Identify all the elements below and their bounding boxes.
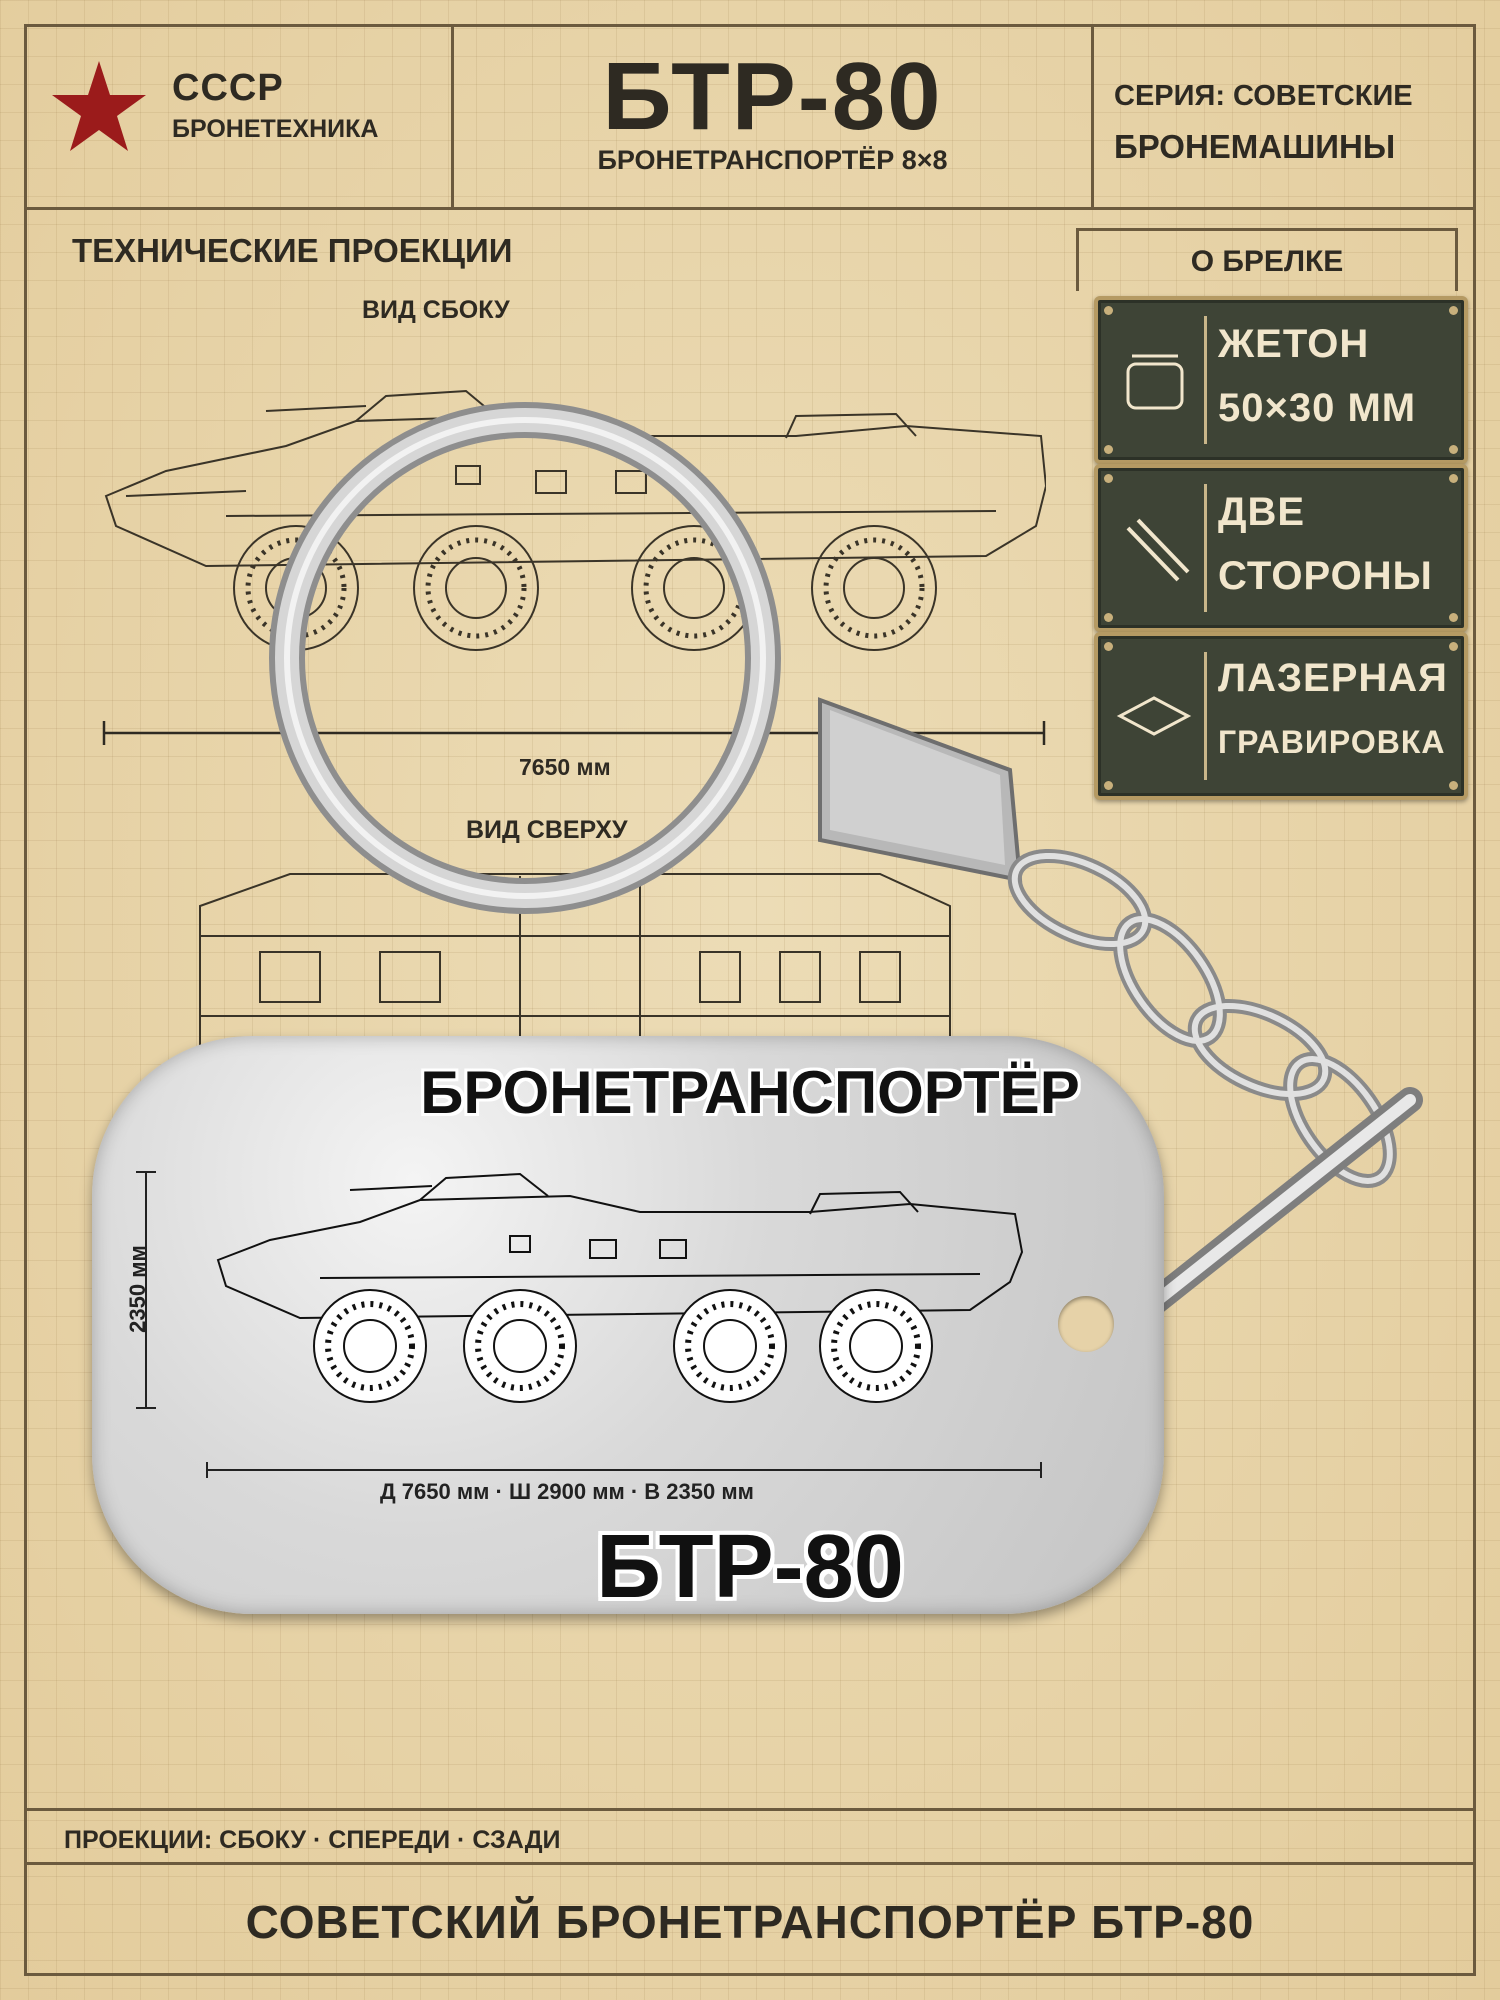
feature-plate-tag: ЖЕТОН 50×30 ММ (1094, 296, 1468, 464)
model-subtitle: БРОНЕТРАНСПОРТЁР 8×8 (597, 145, 948, 175)
footer-divider-top (27, 1808, 1473, 1811)
tag-length-dimension (206, 1462, 1042, 1478)
key-ring (269, 402, 781, 914)
chain-clasp (818, 697, 1423, 1343)
feature-plate-engraving: ЛАЗЕРНАЯ ГРАВИРОВКА (1094, 632, 1468, 800)
red-star-icon (52, 61, 146, 151)
about-panel: О БРЕЛКЕ (1076, 228, 1458, 291)
footer-projections: ПРОЕКЦИИ: СБОКУ · СПЕРЕДИ · СЗАДИ (64, 1826, 561, 1854)
feature-sides-line1: ДВЕ (1218, 490, 1306, 534)
top-view-label: ВИД СВЕРХУ (466, 816, 628, 844)
model-title: БТР-80 (602, 43, 943, 150)
category-label: БРОНЕТЕХНИКА (172, 115, 379, 143)
footer-divider-bottom (27, 1862, 1473, 1865)
country-label: СССР (172, 67, 284, 109)
projections-title: ТЕХНИЧЕСКИЕ ПРОЕКЦИИ (72, 232, 513, 269)
feature-tag-line1: ЖЕТОН (1218, 322, 1370, 366)
tag-model: БТР-80 (596, 1517, 904, 1617)
length-label: 7650 мм (519, 754, 611, 780)
series-line-1: СЕРИЯ: СОВЕТСКИЕ (1114, 80, 1413, 112)
header-left-cell: СССР БРОНЕТЕХНИКА (27, 27, 454, 207)
feature-sides-line2: СТОРОНЫ (1218, 554, 1433, 598)
tag-title: БРОНЕТРАНСПОРТЁР (420, 1059, 1080, 1126)
header: СССР БРОНЕТЕХНИКА БТР-80 БРОНЕТРАНСПОРТЁ… (27, 27, 1473, 210)
diamond-icon (1116, 696, 1192, 736)
feature-plate-sides: ДВЕ СТОРОНЫ (1094, 464, 1468, 632)
feature-engraving-line1: ЛАЗЕРНАЯ (1218, 656, 1448, 700)
tag-dimensions: Д 7650 мм · Ш 2900 мм · В 2350 мм (380, 1479, 754, 1504)
tag-height-label: 2350 мм (125, 1245, 150, 1333)
series-line-2: БРОНЕМАШИНЫ (1114, 128, 1396, 165)
footer-caption: СОВЕТСКИЙ БРОНЕТРАНСПОРТЁР БТР-80 (245, 1896, 1255, 1948)
side-view-label: ВИД СБОКУ (362, 296, 510, 324)
tag-vehicle-engraving (216, 1172, 1024, 1403)
tag-height-dimension: 2350 мм (118, 1170, 158, 1410)
header-right-cell: СЕРИЯ: СОВЕТСКИЕ БРОНЕМАШИНЫ (1094, 27, 1473, 207)
tag-hole (1058, 1296, 1114, 1352)
tag-icon (1126, 354, 1184, 410)
metal-tag (92, 1036, 1164, 1614)
about-title: О БРЕЛКЕ (1190, 245, 1344, 278)
two-sides-icon (1126, 518, 1190, 582)
feature-engraving-line2: ГРАВИРОВКА (1218, 724, 1446, 760)
feature-tag-line2: 50×30 ММ (1218, 386, 1417, 430)
header-mid-cell: БТР-80 БРОНЕТРАНСПОРТЁР 8×8 (454, 27, 1094, 207)
